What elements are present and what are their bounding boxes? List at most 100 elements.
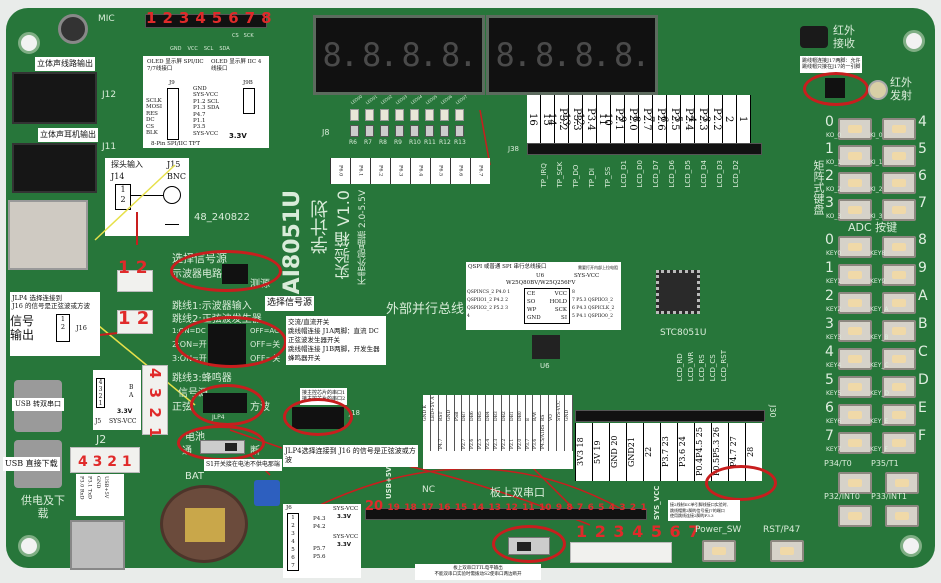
bat-label: BAT	[185, 471, 205, 482]
connector-j16[interactable]	[117, 310, 153, 334]
keypad-button[interactable]	[882, 348, 916, 370]
keypad-button[interactable]	[882, 172, 916, 194]
lcd-pin-port: P2.7	[462, 438, 468, 449]
keypad-button[interactable]	[838, 432, 872, 454]
connector-uart[interactable]	[570, 542, 672, 563]
mounting-hole	[903, 30, 925, 52]
usb-direct-download-label: USB 直接下载	[3, 457, 60, 471]
pin-number: 14	[546, 112, 557, 126]
connector-j5[interactable]	[142, 365, 168, 435]
lcd-pin-name: DB4	[486, 411, 492, 421]
mounting-hole	[900, 535, 922, 557]
lcd-control-label: LCD_RS	[698, 354, 706, 382]
keypad-button[interactable]	[838, 292, 872, 314]
lcd-signal-label: LCD_D4	[700, 160, 708, 188]
keypad-button[interactable]	[882, 236, 916, 258]
j30-pin-column: 5V 19	[592, 423, 609, 481]
led-indicator	[350, 109, 359, 121]
function-key-label: P32/INT0	[824, 492, 861, 501]
pin-number-label: 9	[555, 503, 563, 513]
keypad-button[interactable]	[882, 292, 916, 314]
pin-number: 2	[723, 115, 734, 123]
lcd-control-label: LCD_WR	[687, 351, 695, 382]
key-name: KEY0	[826, 250, 842, 257]
key-name: KI_2	[870, 186, 883, 193]
keypad-button[interactable]	[882, 432, 916, 454]
function-key[interactable]	[838, 472, 872, 494]
function-key[interactable]	[838, 505, 872, 527]
pin-number-label: 12	[505, 503, 518, 513]
pin-label: 8	[572, 290, 575, 295]
bnc-connector[interactable]	[8, 200, 88, 270]
keypad-button[interactable]	[882, 320, 916, 342]
key-label: 2	[825, 288, 834, 304]
reset-button[interactable]	[770, 540, 804, 562]
keypad-button[interactable]	[882, 404, 916, 426]
keypad-button[interactable]	[838, 172, 872, 194]
signal-label: CS	[146, 123, 154, 130]
mounting-hole	[18, 535, 40, 557]
vcc-label: SYS-VCC	[333, 534, 359, 540]
keypad-button[interactable]	[838, 118, 872, 140]
keypad-button[interactable]	[882, 376, 916, 398]
key-label: E	[918, 400, 927, 416]
key-name: KEY7	[826, 446, 842, 453]
power-switch-button[interactable]	[702, 540, 736, 562]
seven-segment-digit: 8.	[440, 36, 478, 74]
board-title-line3: 实验箱 V1.0	[334, 190, 353, 280]
ac-dc-annotation: 交流/直流开关 跳线帽连接 J1A两脚：直流 DC 正弦波发生器开关 跳线帽连接…	[286, 316, 386, 366]
keypad-button[interactable]	[882, 199, 916, 221]
connector-j2[interactable]	[70, 447, 140, 473]
keypad-button[interactable]	[882, 118, 916, 140]
keypad-button[interactable]	[882, 145, 916, 167]
keypad-button[interactable]	[838, 264, 872, 286]
keypad-button[interactable]	[838, 199, 872, 221]
key-label: 5	[918, 141, 927, 157]
signal-label: BLK	[146, 130, 158, 137]
keypad-button[interactable]	[882, 264, 916, 286]
signal-b: B	[129, 384, 134, 391]
buzzer-switch-label: 蜂鸣器开关	[288, 354, 321, 363]
usb-a-port[interactable]	[70, 520, 125, 570]
signal-label: GND	[193, 86, 207, 92]
headphone-jack[interactable]	[12, 143, 97, 193]
pin-number: 6	[291, 555, 295, 561]
potentiometer[interactable]	[254, 480, 280, 506]
function-key-label: P34/T0	[824, 459, 852, 468]
keypad-button[interactable]	[838, 145, 872, 167]
connector-j14[interactable]	[117, 270, 153, 292]
signal-output-label: 信号输出	[10, 314, 35, 343]
function-key[interactable]	[885, 505, 919, 527]
keypad-button[interactable]	[838, 348, 872, 370]
line-out-jack[interactable]	[12, 72, 97, 124]
pin-label: QSPINCS_2 P4.0 1	[467, 290, 511, 295]
keypad-button[interactable]	[838, 236, 872, 258]
j16-label: J16	[76, 324, 87, 332]
keypad-button[interactable]	[838, 404, 872, 426]
pin-label: SI	[561, 315, 567, 321]
function-key[interactable]	[885, 472, 919, 494]
line-out-label: 立体声线路输出	[35, 57, 95, 71]
resistor	[410, 125, 419, 137]
keypad-button[interactable]	[838, 376, 872, 398]
select-source-callout: 选择信号源	[265, 296, 315, 312]
j30-pin-label: P3.7 23	[661, 436, 670, 468]
j30-pin-label: P3.6 24	[678, 436, 687, 468]
pin-label: 7 P5.3 QSPIIO3_2	[572, 298, 613, 303]
led-indicator	[365, 109, 374, 121]
resistor-label: R12	[439, 139, 451, 146]
pin-number-label: 4 3 2 1	[78, 454, 132, 470]
resistor-label: R8	[379, 139, 387, 146]
voltage-label: 3.3V	[117, 408, 133, 415]
j30-pin-label: 22	[644, 446, 653, 458]
keypad-button[interactable]	[838, 320, 872, 342]
lcd-pin-port: P2.4	[486, 438, 492, 449]
